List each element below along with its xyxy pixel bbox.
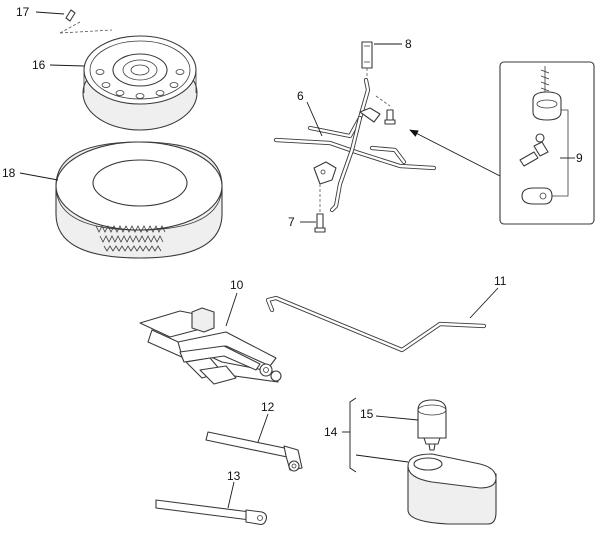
leader-6 — [306, 101, 323, 137]
callout-18: 18 — [2, 166, 16, 180]
extension-bar-icon — [155, 499, 268, 526]
leader-11 — [469, 287, 499, 319]
leader-17 — [35, 11, 65, 15]
leader-12 — [257, 413, 269, 443]
callout-9: 9 — [576, 151, 583, 165]
spare-wheel-rim-icon — [82, 35, 198, 131]
lock-kit-box — [409, 61, 595, 225]
callout-7: 7 — [288, 215, 295, 229]
callout-13: 13 — [227, 469, 241, 483]
wheel-wrench-icon — [205, 431, 303, 472]
leader-18 — [19, 172, 59, 181]
callout-12: 12 — [261, 400, 275, 414]
lock-cylinder-key-icon — [519, 66, 569, 205]
callout-14: 14 — [324, 425, 338, 439]
callout-17: 17 — [16, 5, 30, 19]
callout-15: 15 — [360, 407, 374, 421]
callout-8: 8 — [405, 37, 412, 51]
callout-10: 10 — [230, 278, 244, 292]
leader-13 — [227, 481, 235, 509]
leader-10 — [225, 292, 238, 327]
sealant-case-icon — [407, 453, 497, 525]
leader-case — [355, 454, 409, 463]
bolt-icon — [314, 184, 326, 233]
scissor-jack-icon — [139, 307, 282, 385]
clip-icon — [361, 41, 373, 82]
bolt-icon-upper — [384, 109, 396, 125]
bracket-14 — [349, 397, 357, 473]
tire-icon — [55, 141, 223, 259]
leader-16 — [49, 64, 85, 67]
support-bracket-icon — [273, 77, 437, 213]
valve-icon — [59, 9, 113, 34]
callout-6: 6 — [297, 89, 304, 103]
callout-16: 16 — [32, 58, 46, 72]
sealant-bottle-icon — [417, 399, 447, 451]
leader-15 — [375, 415, 419, 421]
callout-11: 11 — [494, 274, 507, 288]
jack-handle-icon — [265, 295, 487, 353]
